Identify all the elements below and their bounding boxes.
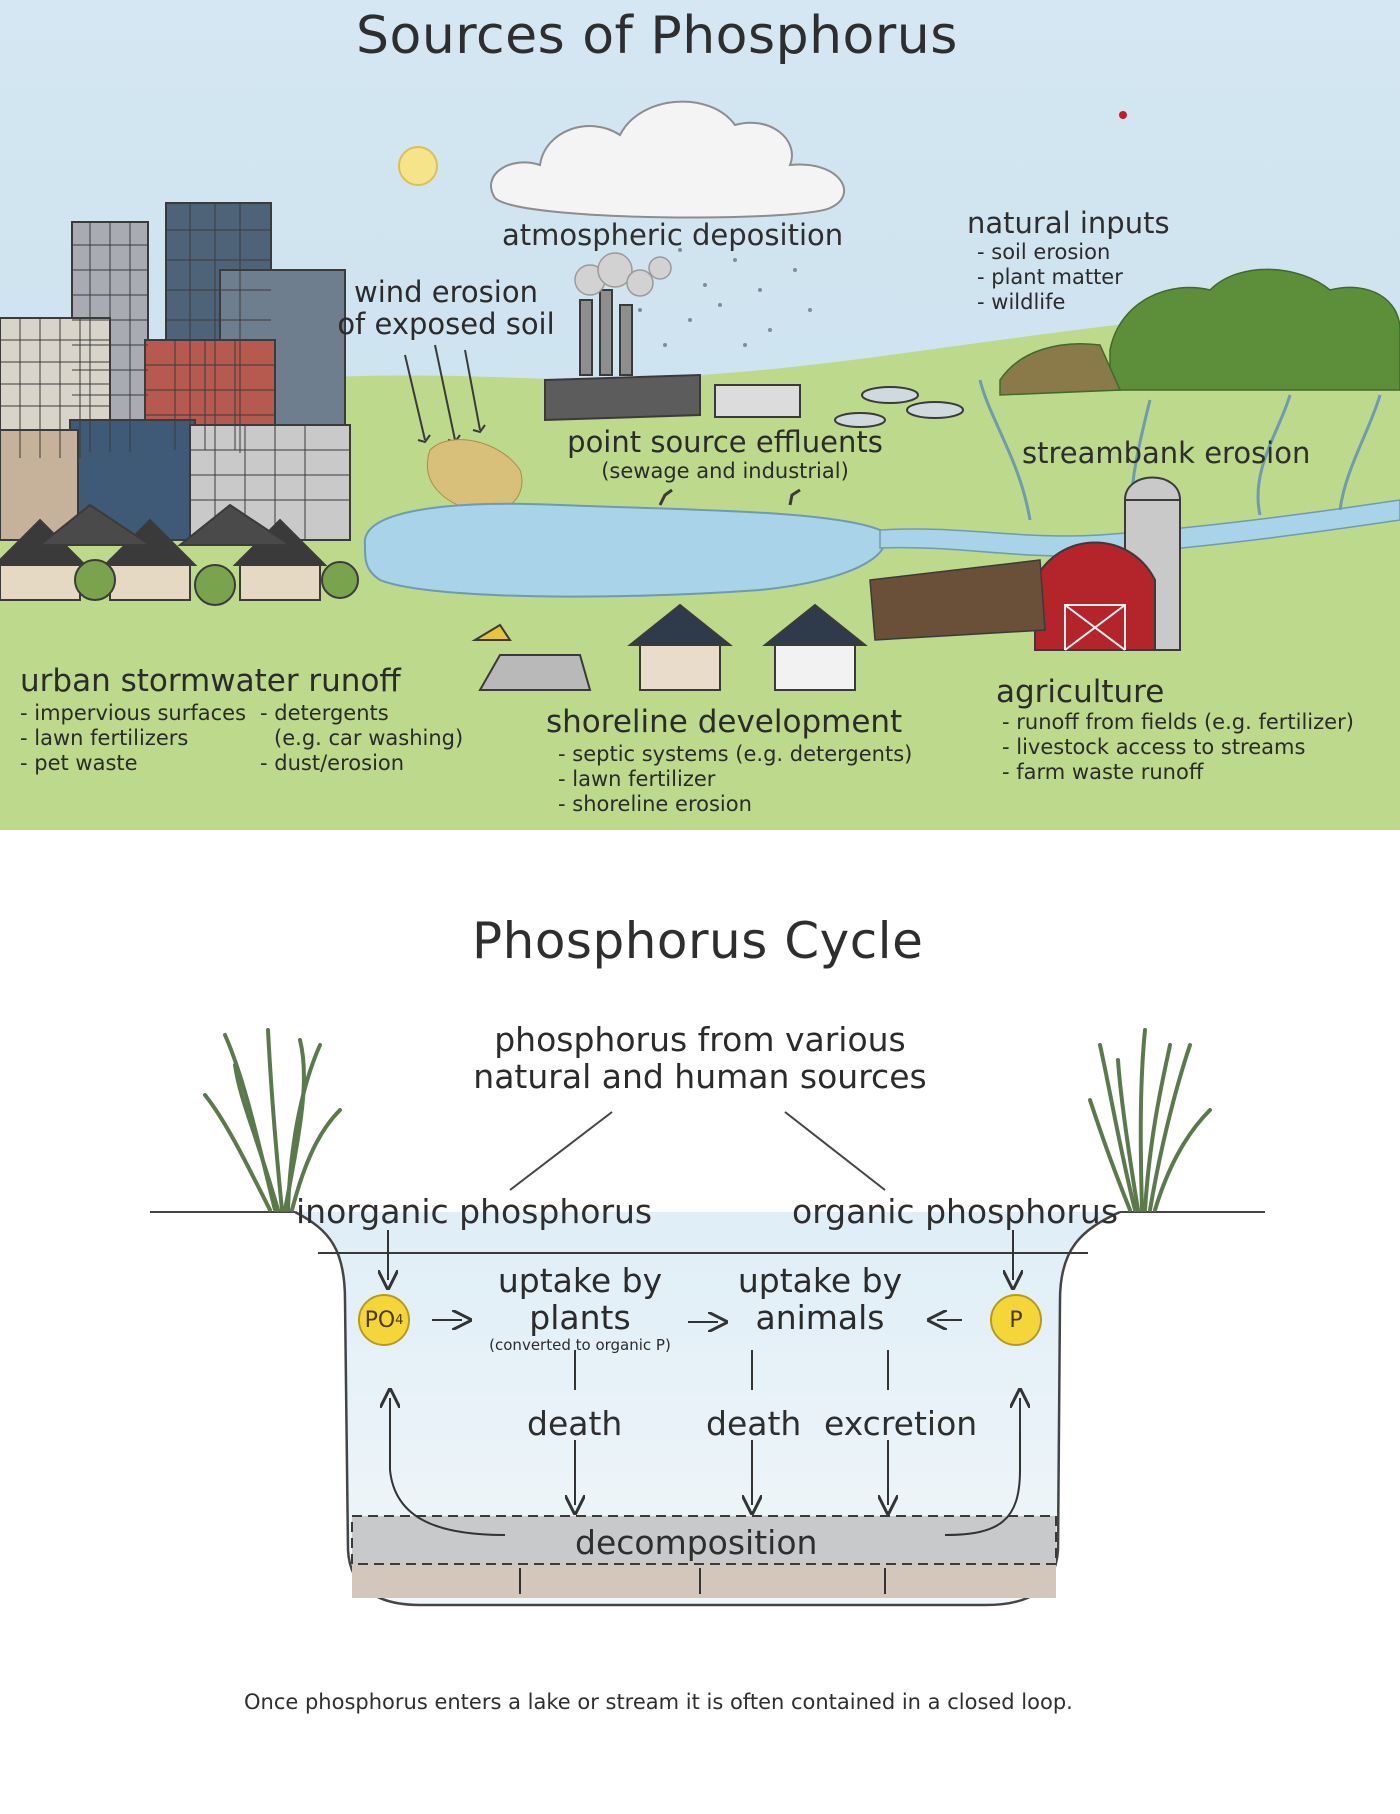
shoreline-label: shoreline development <box>546 704 903 740</box>
crop-field <box>869 559 1046 641</box>
uptake-animals-group: uptake by animals <box>710 1262 930 1336</box>
footnote: Once phosphorus enters a lake or stream … <box>244 1690 1073 1714</box>
agriculture-label: agriculture <box>996 674 1165 710</box>
point-source-sub: (sewage and industrial) <box>601 459 849 483</box>
phosphate-symbol: PO <box>364 1307 396 1333</box>
reeds-right-icon <box>1088 1028 1212 1212</box>
list-item: - dust/erosion <box>260 751 405 775</box>
agriculture-group: agriculture runoff from fields (e.g. fer… <box>996 674 1354 785</box>
death-animals-label: death <box>706 1404 802 1443</box>
uptake-plants-group: uptake by plants (converted to organic P… <box>455 1262 705 1354</box>
streambank-erosion-label: streambank erosion <box>1022 436 1311 470</box>
exposed-soil <box>426 439 523 514</box>
reeds-left-icon <box>203 1028 342 1212</box>
inorganic-phosphorus-label: inorganic phosphorus <box>296 1192 653 1231</box>
natural-inputs-label: natural inputs <box>967 206 1170 240</box>
river <box>879 499 1400 557</box>
source-lines <box>509 1111 886 1191</box>
list-item: lawn fertilizers <box>20 726 246 751</box>
list-item: runoff from fields (e.g. fertilizer) <box>1002 710 1354 735</box>
list-item: soil erosion <box>977 240 1170 265</box>
sources-title: Sources of Phosphorus <box>356 6 958 66</box>
list-item: livestock access to streams <box>1002 735 1354 760</box>
lake-basin <box>294 1210 1121 1607</box>
shoreline-list: septic systems (e.g. detergents) lawn fe… <box>558 742 912 817</box>
natural-inputs-list: soil erosion plant matter wildlife <box>977 240 1170 315</box>
organic-p-symbol: P <box>1009 1307 1023 1333</box>
wind-erosion-arrows <box>404 344 486 444</box>
list-item: septic systems (e.g. detergents) <box>558 742 912 767</box>
uptake-plants-line2: plants <box>529 1298 631 1337</box>
building-windows <box>0 203 350 540</box>
red-dot <box>1119 111 1127 119</box>
urban-list-col2: - detergents (e.g. car washing) - dust/e… <box>260 701 463 776</box>
uptake-animals-line1: uptake by <box>737 1261 903 1300</box>
natural-inputs-group: natural inputs soil erosion plant matter… <box>967 206 1170 315</box>
flow-arrows <box>388 1230 1020 1594</box>
atmospheric-deposition-label: atmospheric deposition <box>502 218 844 252</box>
sources-caption: phosphorus from various natural and huma… <box>450 1021 950 1095</box>
shoreline-houses <box>627 603 868 691</box>
sources-caption-line1: phosphorus from various <box>494 1020 906 1059</box>
phosphate-subscript: 4 <box>395 1312 404 1328</box>
sources-illustration <box>0 0 1400 830</box>
point-source-group: point source effluents (sewage and indus… <box>540 425 910 484</box>
urban-runoff-group: urban stormwater runoff impervious surfa… <box>20 663 463 776</box>
wind-erosion-group: wind erosion of exposed soil <box>326 276 566 340</box>
effluent-pipes <box>658 488 801 506</box>
wind-erosion-line2: of exposed soil <box>337 307 555 341</box>
organic-phosphorus-label: organic phosphorus <box>792 1192 1119 1231</box>
factory <box>544 289 964 428</box>
shoreline-group: shoreline development septic systems (e.… <box>546 704 912 817</box>
list-item: wildlife <box>977 290 1170 315</box>
cloud-icon <box>490 100 846 219</box>
agriculture-list: runoff from fields (e.g. fertilizer) liv… <box>1002 710 1354 785</box>
list-item-continuation: (e.g. car washing) <box>274 726 464 750</box>
excretion-label: excretion <box>824 1404 978 1443</box>
urban-list-col1: impervious surfaces lawn fertilizers pet… <box>20 701 246 776</box>
organic-p-circle-icon: P <box>990 1294 1042 1346</box>
uptake-plants-note: (converted to organic P) <box>489 1336 671 1354</box>
uptake-animals-line2: animals <box>755 1298 885 1337</box>
urban-runoff-label: urban stormwater runoff <box>20 663 401 699</box>
sources-caption-line2: natural and human sources <box>473 1057 927 1096</box>
lake <box>363 502 886 598</box>
cycle-title: Phosphorus Cycle <box>472 912 924 970</box>
smoke <box>574 252 672 297</box>
point-source-label: point source effluents <box>567 425 883 459</box>
cycle-diagram <box>150 1028 1265 1607</box>
list-item: impervious surfaces <box>20 701 246 726</box>
death-plants-label: death <box>527 1404 623 1443</box>
list-item: farm waste runoff <box>1002 760 1354 785</box>
list-item: plant matter <box>977 265 1170 290</box>
list-item: lawn fertilizer <box>558 767 912 792</box>
list-item: shoreline erosion <box>558 792 912 817</box>
suburban-houses <box>0 503 359 606</box>
decomposition-label: decomposition <box>575 1523 818 1562</box>
uptake-plants-line1: uptake by <box>497 1261 663 1300</box>
construction-site <box>471 623 592 691</box>
decomposition-band <box>351 1515 1057 1565</box>
barn <box>1034 476 1182 651</box>
list-item: - detergents <box>260 701 389 725</box>
wind-erosion-line1: wind erosion <box>354 275 538 309</box>
sun-icon <box>398 146 438 186</box>
list-item: pet waste <box>20 751 246 776</box>
